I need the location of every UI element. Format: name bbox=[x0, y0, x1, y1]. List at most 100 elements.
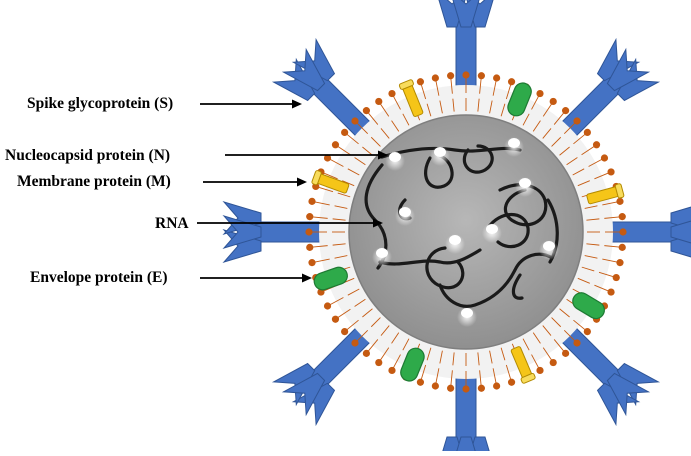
lipid-head bbox=[462, 385, 470, 393]
lipid-head bbox=[351, 339, 359, 347]
lipid-tail bbox=[505, 84, 512, 100]
lipid-tail bbox=[402, 338, 410, 351]
lipid-tail bbox=[426, 103, 432, 117]
lipid-head bbox=[607, 168, 615, 176]
nucleocapsid-dot-icon bbox=[486, 224, 498, 234]
nucleocapsid-dot-icon bbox=[376, 248, 388, 258]
lipid-tail bbox=[604, 216, 620, 219]
arrow-envelope-head bbox=[302, 273, 312, 283]
lipid-head bbox=[549, 358, 557, 367]
spike-prong bbox=[606, 47, 651, 92]
nucleocapsid-dot-icon bbox=[389, 152, 401, 162]
lipid-tail bbox=[450, 78, 453, 94]
callout-arrow-layer bbox=[197, 99, 388, 283]
lipid-tail bbox=[367, 112, 379, 125]
arrow-nucleocapsid-head bbox=[378, 150, 388, 160]
lipid-tail bbox=[553, 339, 565, 352]
membrane-protein-icon bbox=[400, 347, 425, 382]
spike-prong bbox=[222, 215, 262, 249]
nucleocapsid-dot-icon bbox=[543, 241, 555, 251]
spike-prong bbox=[291, 37, 336, 82]
label-membrane-protein: Membrane protein (M) bbox=[17, 173, 171, 190]
lipid-head bbox=[561, 349, 570, 357]
lipid-head bbox=[305, 228, 313, 236]
lipid-tail bbox=[584, 205, 598, 209]
lipid-tail bbox=[573, 133, 586, 145]
lipid-head bbox=[462, 71, 470, 79]
lipid-tail bbox=[479, 370, 482, 386]
lipid-tail bbox=[391, 120, 400, 132]
label-envelope-protein: Envelope protein (E) bbox=[30, 269, 168, 286]
envelope-protein-icon bbox=[311, 170, 350, 194]
lipid-tail bbox=[542, 325, 552, 336]
envelope-protein-cap bbox=[311, 170, 322, 186]
lipid-tail bbox=[586, 243, 600, 246]
spike-prong bbox=[291, 382, 336, 427]
lipid-tail bbox=[380, 103, 390, 117]
lipid-tail bbox=[594, 284, 609, 292]
lipid-head bbox=[618, 213, 626, 221]
lipid-head bbox=[583, 327, 591, 336]
spike-prong bbox=[596, 382, 641, 427]
lipid-head bbox=[362, 349, 371, 357]
lipid-tail bbox=[439, 350, 443, 364]
lipid-tail bbox=[452, 352, 455, 366]
lipid-tail bbox=[380, 325, 390, 336]
lipid-tail bbox=[559, 308, 570, 318]
lipid-tail bbox=[329, 159, 344, 167]
lipid-tail bbox=[551, 136, 562, 147]
spike-prong bbox=[435, 0, 469, 28]
lipid-tail bbox=[346, 319, 359, 331]
lipid-tail bbox=[566, 157, 578, 166]
lipid-tail bbox=[542, 128, 552, 139]
nucleocapsid-dot-icon bbox=[519, 178, 531, 188]
nucleocapsid-dot-icon bbox=[399, 207, 411, 217]
lipid-tail bbox=[337, 146, 351, 156]
lipid-tail bbox=[531, 354, 539, 369]
lipid-head bbox=[616, 259, 624, 267]
lipid-tail bbox=[435, 368, 440, 384]
spike-prong bbox=[463, 0, 497, 28]
lipid-head bbox=[306, 213, 314, 221]
lipid-head bbox=[507, 378, 516, 386]
lipid-tail bbox=[532, 332, 541, 344]
envelope-protein-icon bbox=[510, 346, 536, 384]
lipid-tail bbox=[581, 266, 595, 272]
rna-strand bbox=[511, 273, 524, 300]
lipid-tail bbox=[391, 332, 400, 344]
lipid-head bbox=[416, 78, 425, 86]
lipid-tail bbox=[542, 103, 552, 117]
lipid-head bbox=[447, 72, 455, 80]
spike-prong bbox=[281, 372, 326, 417]
lipid-tail bbox=[329, 297, 344, 305]
lipid-head bbox=[536, 366, 544, 375]
lipid-head bbox=[592, 141, 601, 149]
lipid-head bbox=[375, 97, 383, 106]
lipid-tail bbox=[450, 370, 453, 386]
rna-strand bbox=[424, 154, 454, 189]
lipid-head bbox=[549, 97, 557, 106]
lipid-tail bbox=[581, 146, 595, 156]
nucleocapsid-layer bbox=[372, 137, 559, 327]
lipid-tail bbox=[347, 288, 360, 296]
membrane-protein-icon-body bbox=[507, 82, 532, 117]
lipid-head bbox=[561, 107, 570, 115]
lipid-tail bbox=[346, 133, 359, 145]
arrow-rna-head bbox=[373, 218, 383, 228]
lipid-tail bbox=[312, 216, 328, 219]
lipid-tail bbox=[370, 136, 381, 147]
membrane-protein-icon bbox=[507, 82, 532, 117]
lipid-tail bbox=[334, 205, 348, 209]
lipid-tail bbox=[577, 180, 590, 187]
lipid-tail bbox=[314, 201, 330, 206]
lipid-tail bbox=[602, 201, 618, 206]
label-spike-glycoprotein: Spike glycoprotein (S) bbox=[27, 95, 174, 112]
spike-prong bbox=[449, 0, 483, 28]
lipid-tail bbox=[347, 168, 360, 176]
spike-prong bbox=[281, 47, 326, 92]
nucleocapsid-dot-icon bbox=[461, 308, 473, 318]
lipid-tail bbox=[337, 308, 351, 318]
spike-prong bbox=[606, 372, 651, 417]
label-nucleocapsid-protein: Nucleocapsid protein (N) bbox=[5, 147, 171, 164]
